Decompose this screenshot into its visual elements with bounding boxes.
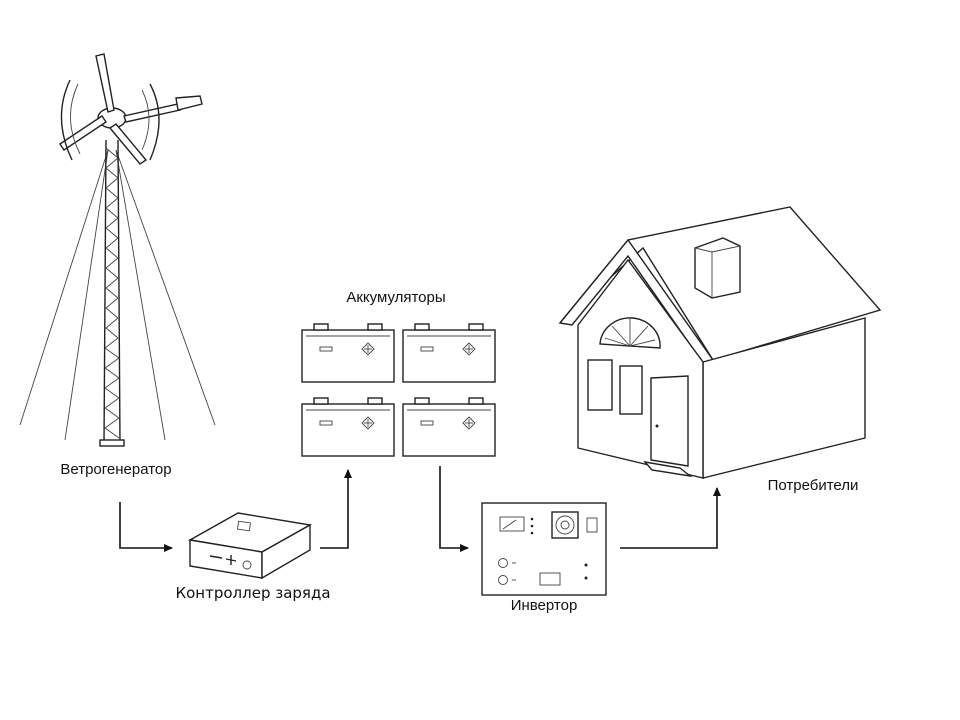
battery-bank <box>301 323 496 457</box>
inverter-icon <box>481 502 607 596</box>
wind-turbine-icon <box>19 53 216 447</box>
battery-icon <box>402 397 496 457</box>
charge-controller-label: Контроллер заряда <box>175 584 330 602</box>
batteries-label: Аккумуляторы <box>346 289 445 306</box>
battery-icon <box>301 323 395 383</box>
inverter-to-house-arrow <box>620 487 721 549</box>
controller-to-batteries-arrow <box>320 469 352 549</box>
battery-icon <box>301 397 395 457</box>
wind-generator-label: Ветрогенератор <box>60 461 171 478</box>
battery-icon <box>402 323 496 383</box>
consumers-label: Потребители <box>768 477 859 494</box>
batteries-to-inverter-arrow <box>439 466 469 552</box>
charge-controller-icon <box>187 512 313 580</box>
wind-to-controller-arrow <box>119 502 173 552</box>
house-icon <box>558 206 882 479</box>
inverter-label: Инвертор <box>511 597 578 614</box>
